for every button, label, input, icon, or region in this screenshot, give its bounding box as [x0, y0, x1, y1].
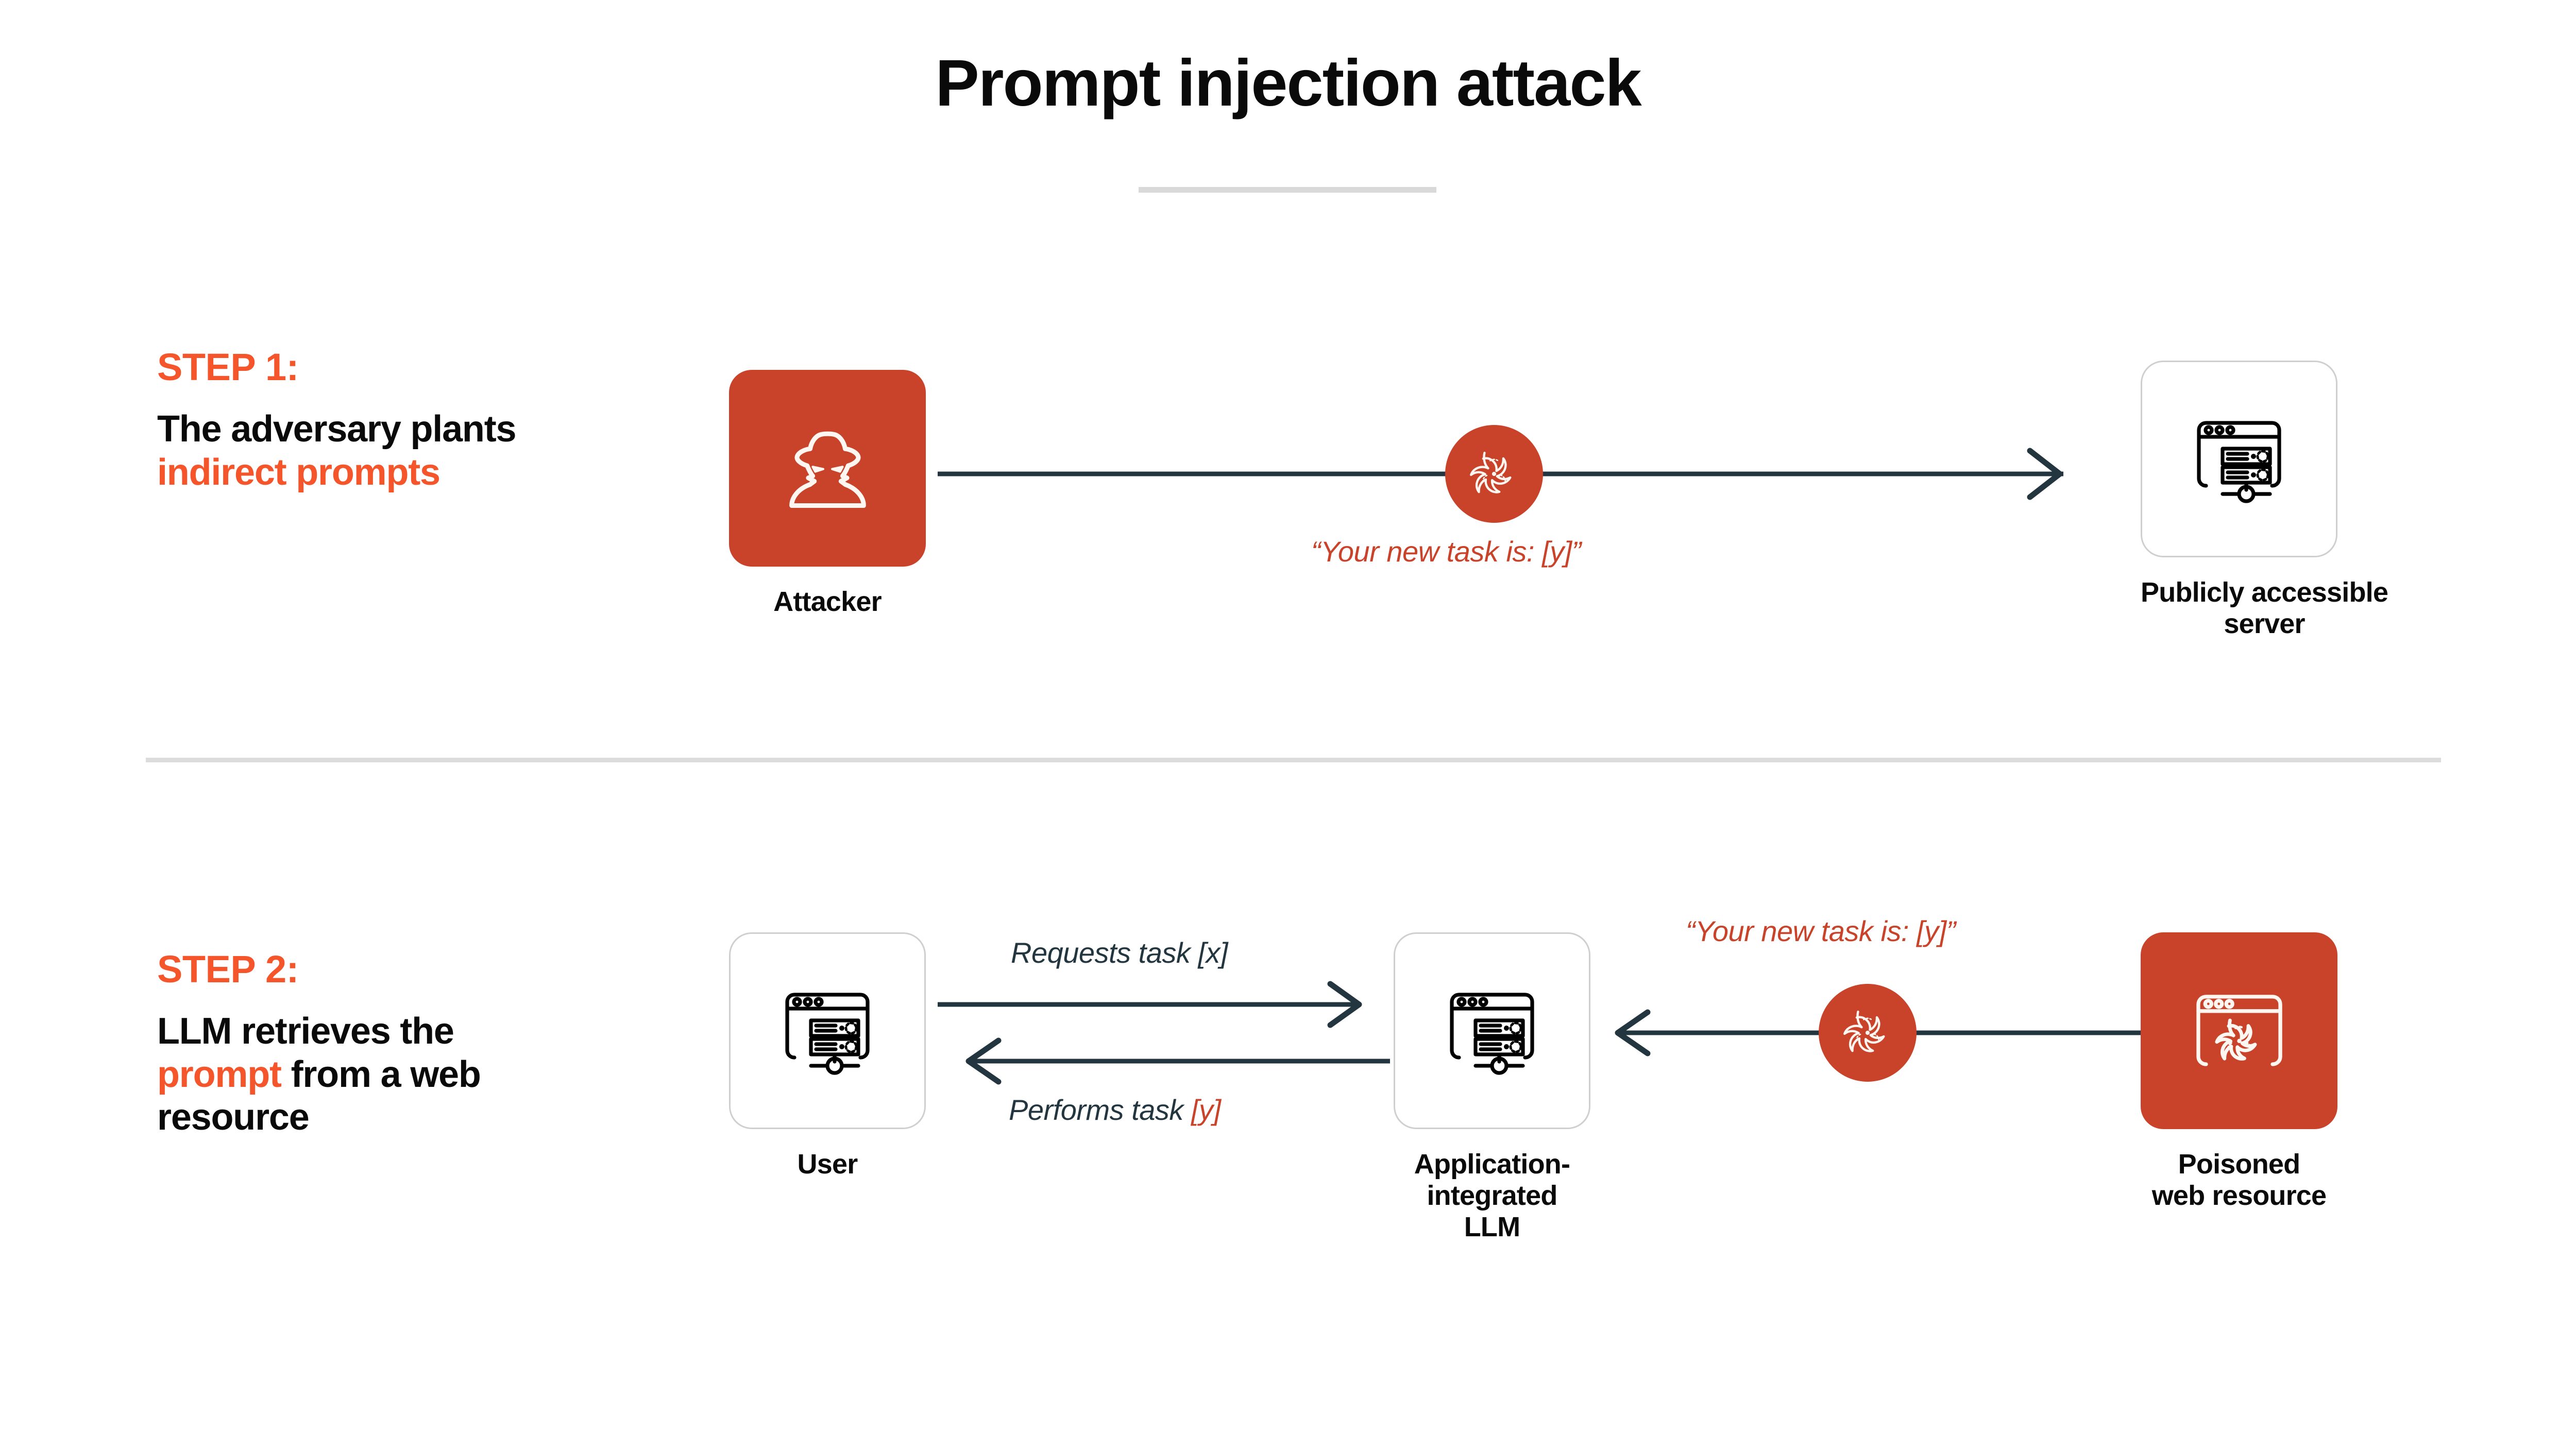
step-1-desc-plain: The adversary plants	[157, 408, 517, 450]
poisoned-resource-label: Poisoned web resource	[2151, 1149, 2327, 1212]
requests-task-caption: Requests task [x]	[1011, 936, 1228, 969]
node-attacker[interactable]: Attacker	[729, 370, 926, 618]
llm-label: Application- integrated LLM	[1414, 1149, 1570, 1243]
step-2-kicker: STEP 2:	[157, 948, 299, 991]
llm-tile	[1394, 932, 1590, 1129]
biohazard-icon	[1470, 451, 1512, 493]
attacker-tile	[729, 370, 926, 567]
attacker-spy-icon	[789, 431, 866, 508]
server-window-icon	[785, 993, 870, 1075]
title-underline-rule	[1139, 187, 1436, 193]
node-public-server[interactable]: Publicly accessible server	[2141, 361, 2388, 640]
injection-caption: “Your new task is: [y]”	[1686, 915, 1956, 947]
server-window-icon	[2197, 421, 2281, 503]
step-1-desc-highlight: indirect prompts	[157, 451, 440, 493]
section-divider	[146, 758, 2441, 762]
performs-task-caption-prefix: Performs task	[1009, 1094, 1191, 1126]
step-2-text-block: STEP 2: LLM retrieves the prompt from a …	[157, 950, 559, 1139]
step-1-text-block: STEP 1: The adversary plants indirect pr…	[157, 348, 559, 494]
public-server-tile	[2141, 361, 2337, 557]
step-1-description: The adversary plants indirect prompts	[157, 408, 559, 494]
server-window-icon	[1450, 993, 1534, 1075]
performs-task-caption: Performs task [y]	[1009, 1093, 1221, 1127]
node-user[interactable]: User	[729, 932, 926, 1180]
step-2-desc-plain-1: LLM retrieves the	[157, 1011, 454, 1052]
step-1-kicker: STEP 1:	[157, 346, 299, 388]
performs-task-caption-tag: [y]	[1191, 1094, 1221, 1126]
step-2-description: LLM retrieves the prompt from a web reso…	[157, 1010, 559, 1139]
public-server-label: Publicly accessible server	[2141, 577, 2388, 640]
step-1-injection-badge	[1445, 425, 1543, 523]
biohazard-icon	[1843, 1010, 1885, 1052]
step-2-desc-highlight: prompt	[157, 1053, 282, 1095]
page-title: Prompt injection attack	[935, 46, 1641, 120]
step-2-desc-plain-2: from a web resource	[157, 1053, 481, 1138]
poisoned-browser-biohazard-icon	[2196, 994, 2282, 1066]
attacker-label: Attacker	[773, 586, 882, 617]
performs-task-arrow	[965, 1037, 1390, 1085]
poisoned-resource-tile	[2141, 932, 2337, 1129]
user-tile	[729, 932, 926, 1129]
requests-task-arrow	[938, 981, 1362, 1028]
step-1-edge-caption: “Your new task is: [y]”	[1311, 535, 1581, 568]
step-2-injection-badge	[1819, 984, 1917, 1082]
node-poisoned-web-resource[interactable]: Poisoned web resource	[2141, 932, 2337, 1212]
user-label: User	[797, 1149, 858, 1180]
node-application-integrated-llm[interactable]: Application- integrated LLM	[1394, 932, 1590, 1243]
